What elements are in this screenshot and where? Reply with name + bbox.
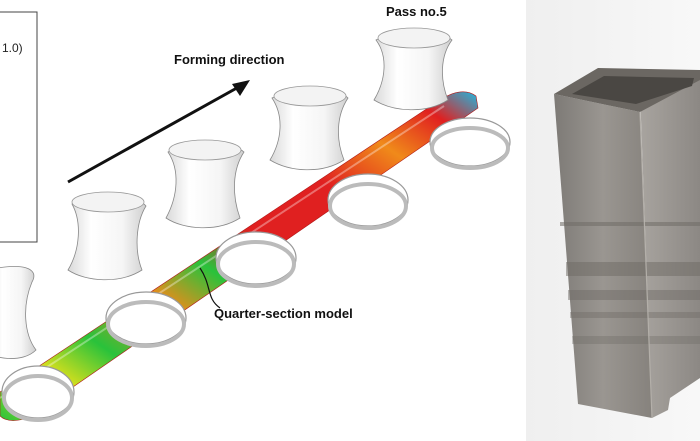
tube-opening: [572, 76, 694, 104]
photo-panel: [526, 0, 700, 441]
simulation-panel: [0, 11, 511, 422]
texture-band: [570, 312, 700, 318]
roll-stand-1: [0, 266, 75, 422]
roll-stand-3: [165, 139, 297, 288]
texture-band: [568, 290, 700, 300]
model-leader-line: [199, 267, 221, 309]
forming-direction-arrow: [67, 80, 250, 184]
roll-stand-5: [373, 27, 511, 170]
tube-corner-edge: [639, 111, 653, 419]
lower-roll: [1, 365, 75, 419]
legend-box: [0, 11, 38, 243]
lower-roll: [327, 173, 409, 227]
texture-band: [572, 336, 700, 344]
roll-stand-4: [269, 85, 409, 230]
upper-roll: [0, 266, 37, 359]
texture-band: [566, 262, 700, 276]
roll-stand-2: [67, 191, 187, 348]
lower-roll: [429, 117, 511, 167]
tube-side-face: [640, 78, 700, 418]
texture-band: [560, 222, 700, 226]
lower-roll: [215, 231, 297, 285]
forming-direction-label: Forming direction: [174, 52, 285, 67]
lower-roll: [105, 291, 187, 345]
tube-front-face: [554, 94, 652, 418]
quarter-section-model-label: Quarter-section model: [214, 306, 353, 321]
legend-value-text: 1.0): [2, 41, 23, 55]
pass-label: Pass no.5: [386, 4, 447, 19]
